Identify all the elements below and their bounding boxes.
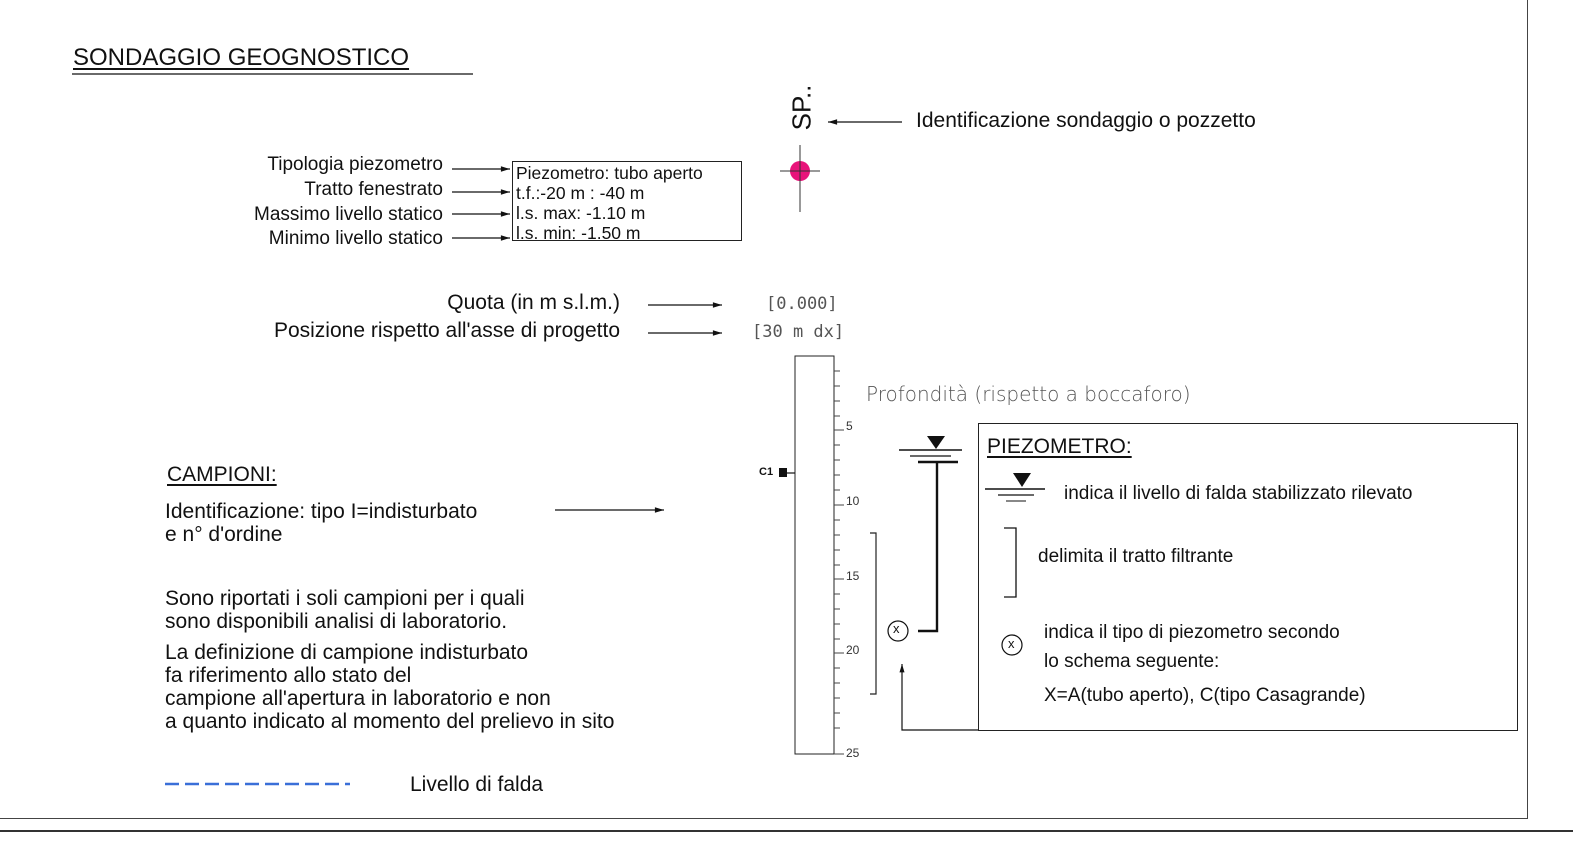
campioni-id-line-1: Identificazione: tipo I=indisturbato: [165, 500, 478, 523]
piezometer-info-box: Piezometro: tubo aperto t.f.:-20 m : -40…: [512, 161, 742, 243]
position-label: Posizione rispetto all'asse di progetto: [273, 319, 620, 342]
info-label-minimo: Minimo livello statico: [268, 228, 443, 249]
legend-symbol-x: x: [1008, 636, 1015, 651]
campioni-note-3: La definizione di campione indisturbato: [165, 641, 529, 664]
page-frame-bottom: [0, 818, 1528, 819]
info-box-line-max: l.s. max: -1.10 m: [516, 203, 646, 223]
borehole-column: [794, 355, 835, 755]
legend-title: PIEZOMETRO:: [987, 435, 1132, 458]
campioni-note-1: Sono riportati i soli campioni per i qua…: [165, 587, 525, 610]
legend-type-text-2: lo schema seguente:: [1044, 651, 1220, 672]
depth-tick-15: 15: [846, 569, 860, 583]
water-table-label: Livello di falda: [410, 773, 544, 796]
info-box-line-window: t.f.:-20 m : -40 m: [516, 183, 645, 203]
legend-type-text-1: indica il tipo di piezometro secondo: [1044, 622, 1340, 643]
legend-filter-text: delimita il tratto filtrante: [1038, 546, 1234, 567]
info-box-line-type: Piezometro: tubo aperto: [516, 163, 703, 183]
depth-tick-20: 20: [846, 643, 860, 657]
info-label-tratto: Tratto fenestrato: [304, 179, 443, 200]
water-level-icon: [899, 436, 962, 457]
info-label-tipologia: Tipologia piezometro: [267, 154, 443, 175]
borehole-marker-icon: [780, 145, 820, 212]
campioni-note-4: fa riferimento allo stato del: [165, 664, 412, 687]
page-frame-left: [1527, 0, 1528, 818]
pointer-line: [899, 664, 978, 731]
depth-scale: [834, 370, 844, 755]
filter-bracket: [870, 532, 877, 695]
info-label-massimo: Massimo livello statico: [254, 204, 443, 225]
sample-marker-label: C1: [759, 466, 774, 478]
borehole-id-description: Identificazione sondaggio o pozzetto: [916, 109, 1256, 132]
campioni-note-2: sono disponibili analisi di laboratorio.: [165, 610, 508, 633]
campioni-title: CAMPIONI:: [167, 463, 277, 486]
page-title: SONDAGGIO GEOGNOSTICO: [73, 44, 410, 71]
depth-axis-title: Profondità (rispetto a boccaforo): [866, 382, 1191, 406]
sample-marker-square: [779, 468, 787, 477]
legend-water-level-text: indica il livello di falda stabilizzato …: [1064, 483, 1413, 504]
quota-value: [0.000]: [766, 294, 838, 314]
legend-type-text-3: X=A(tubo aperto), C(tipo Casagrande): [1044, 685, 1366, 706]
piezometer-pipe: [918, 460, 958, 633]
campioni-note-6: a quanto indicato al momento del preliev…: [165, 710, 615, 733]
campioni-id-line-2: e n° d'ordine: [165, 523, 283, 546]
page-frame-bottom-outer: [0, 830, 1573, 832]
position-value: [30 m dx]: [752, 322, 845, 342]
piezometer-symbol-x: x: [893, 621, 900, 636]
quota-label: Quota (in m s.l.m.): [447, 291, 620, 314]
depth-tick-25: 25: [846, 746, 860, 760]
legend-filter-bracket-icon: [1004, 527, 1017, 598]
campioni-note-5: campione all'apertura in laboratorio e n…: [165, 687, 551, 710]
legend-type-circle-icon: [1001, 634, 1023, 656]
piezometer-legend-box: [978, 423, 1518, 731]
depth-tick-5: 5: [846, 419, 853, 433]
legend-water-level-icon: [985, 473, 1045, 502]
piezometer-type-circle-icon: [887, 620, 909, 642]
depth-tick-10: 10: [846, 494, 860, 508]
info-box-line-min: l.s. min: -1.50 m: [516, 223, 641, 243]
